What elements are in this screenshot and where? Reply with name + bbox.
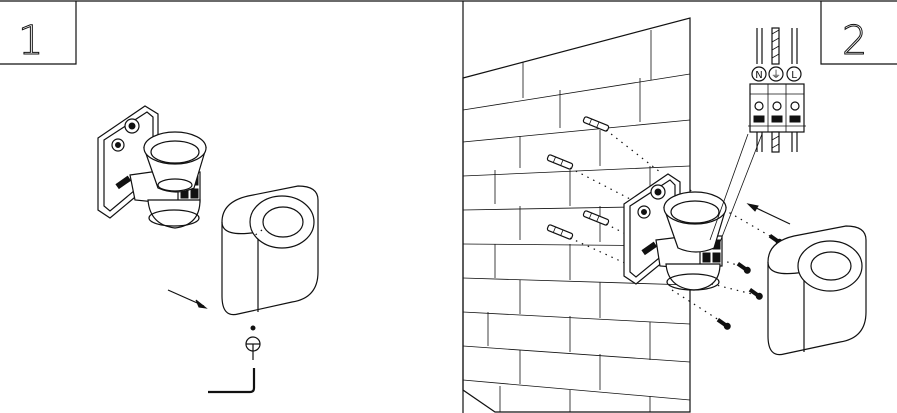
step-2-wall-plugs	[546, 116, 610, 240]
step-1-screw-and-key	[208, 325, 261, 394]
terminal-n-marker	[751, 66, 767, 82]
step-2-panel: 2	[462, 1, 897, 413]
terminal-label-earth: ⏚	[771, 69, 781, 81]
step-2-screws	[716, 234, 783, 330]
step-1-lamp-body	[221, 185, 319, 316]
step-1-mounting-bracket	[97, 105, 207, 229]
step-1-number: 1	[18, 18, 43, 64]
terminal-earth-marker	[768, 66, 784, 82]
terminal-label-live: L	[791, 70, 797, 81]
step-2-terminal-detail: N ⏚ L	[709, 27, 806, 243]
step-1-insertion-arrow	[167, 289, 208, 309]
step-1-label-box: 1	[0, 1, 77, 65]
terminal-labels: N ⏚ L	[751, 66, 802, 82]
step-2-brick-wall	[462, 17, 691, 413]
step-2-label-box: 2	[820, 1, 897, 65]
step-2-lamp-body	[767, 225, 867, 356]
step-2-number: 2	[842, 18, 867, 64]
terminal-l-marker	[786, 66, 802, 82]
step-2-direction-arrow	[746, 203, 791, 225]
terminal-label-neutral: N	[755, 70, 762, 81]
step-1-panel: 1	[0, 1, 319, 394]
step-2-mounting-bracket	[623, 173, 727, 291]
